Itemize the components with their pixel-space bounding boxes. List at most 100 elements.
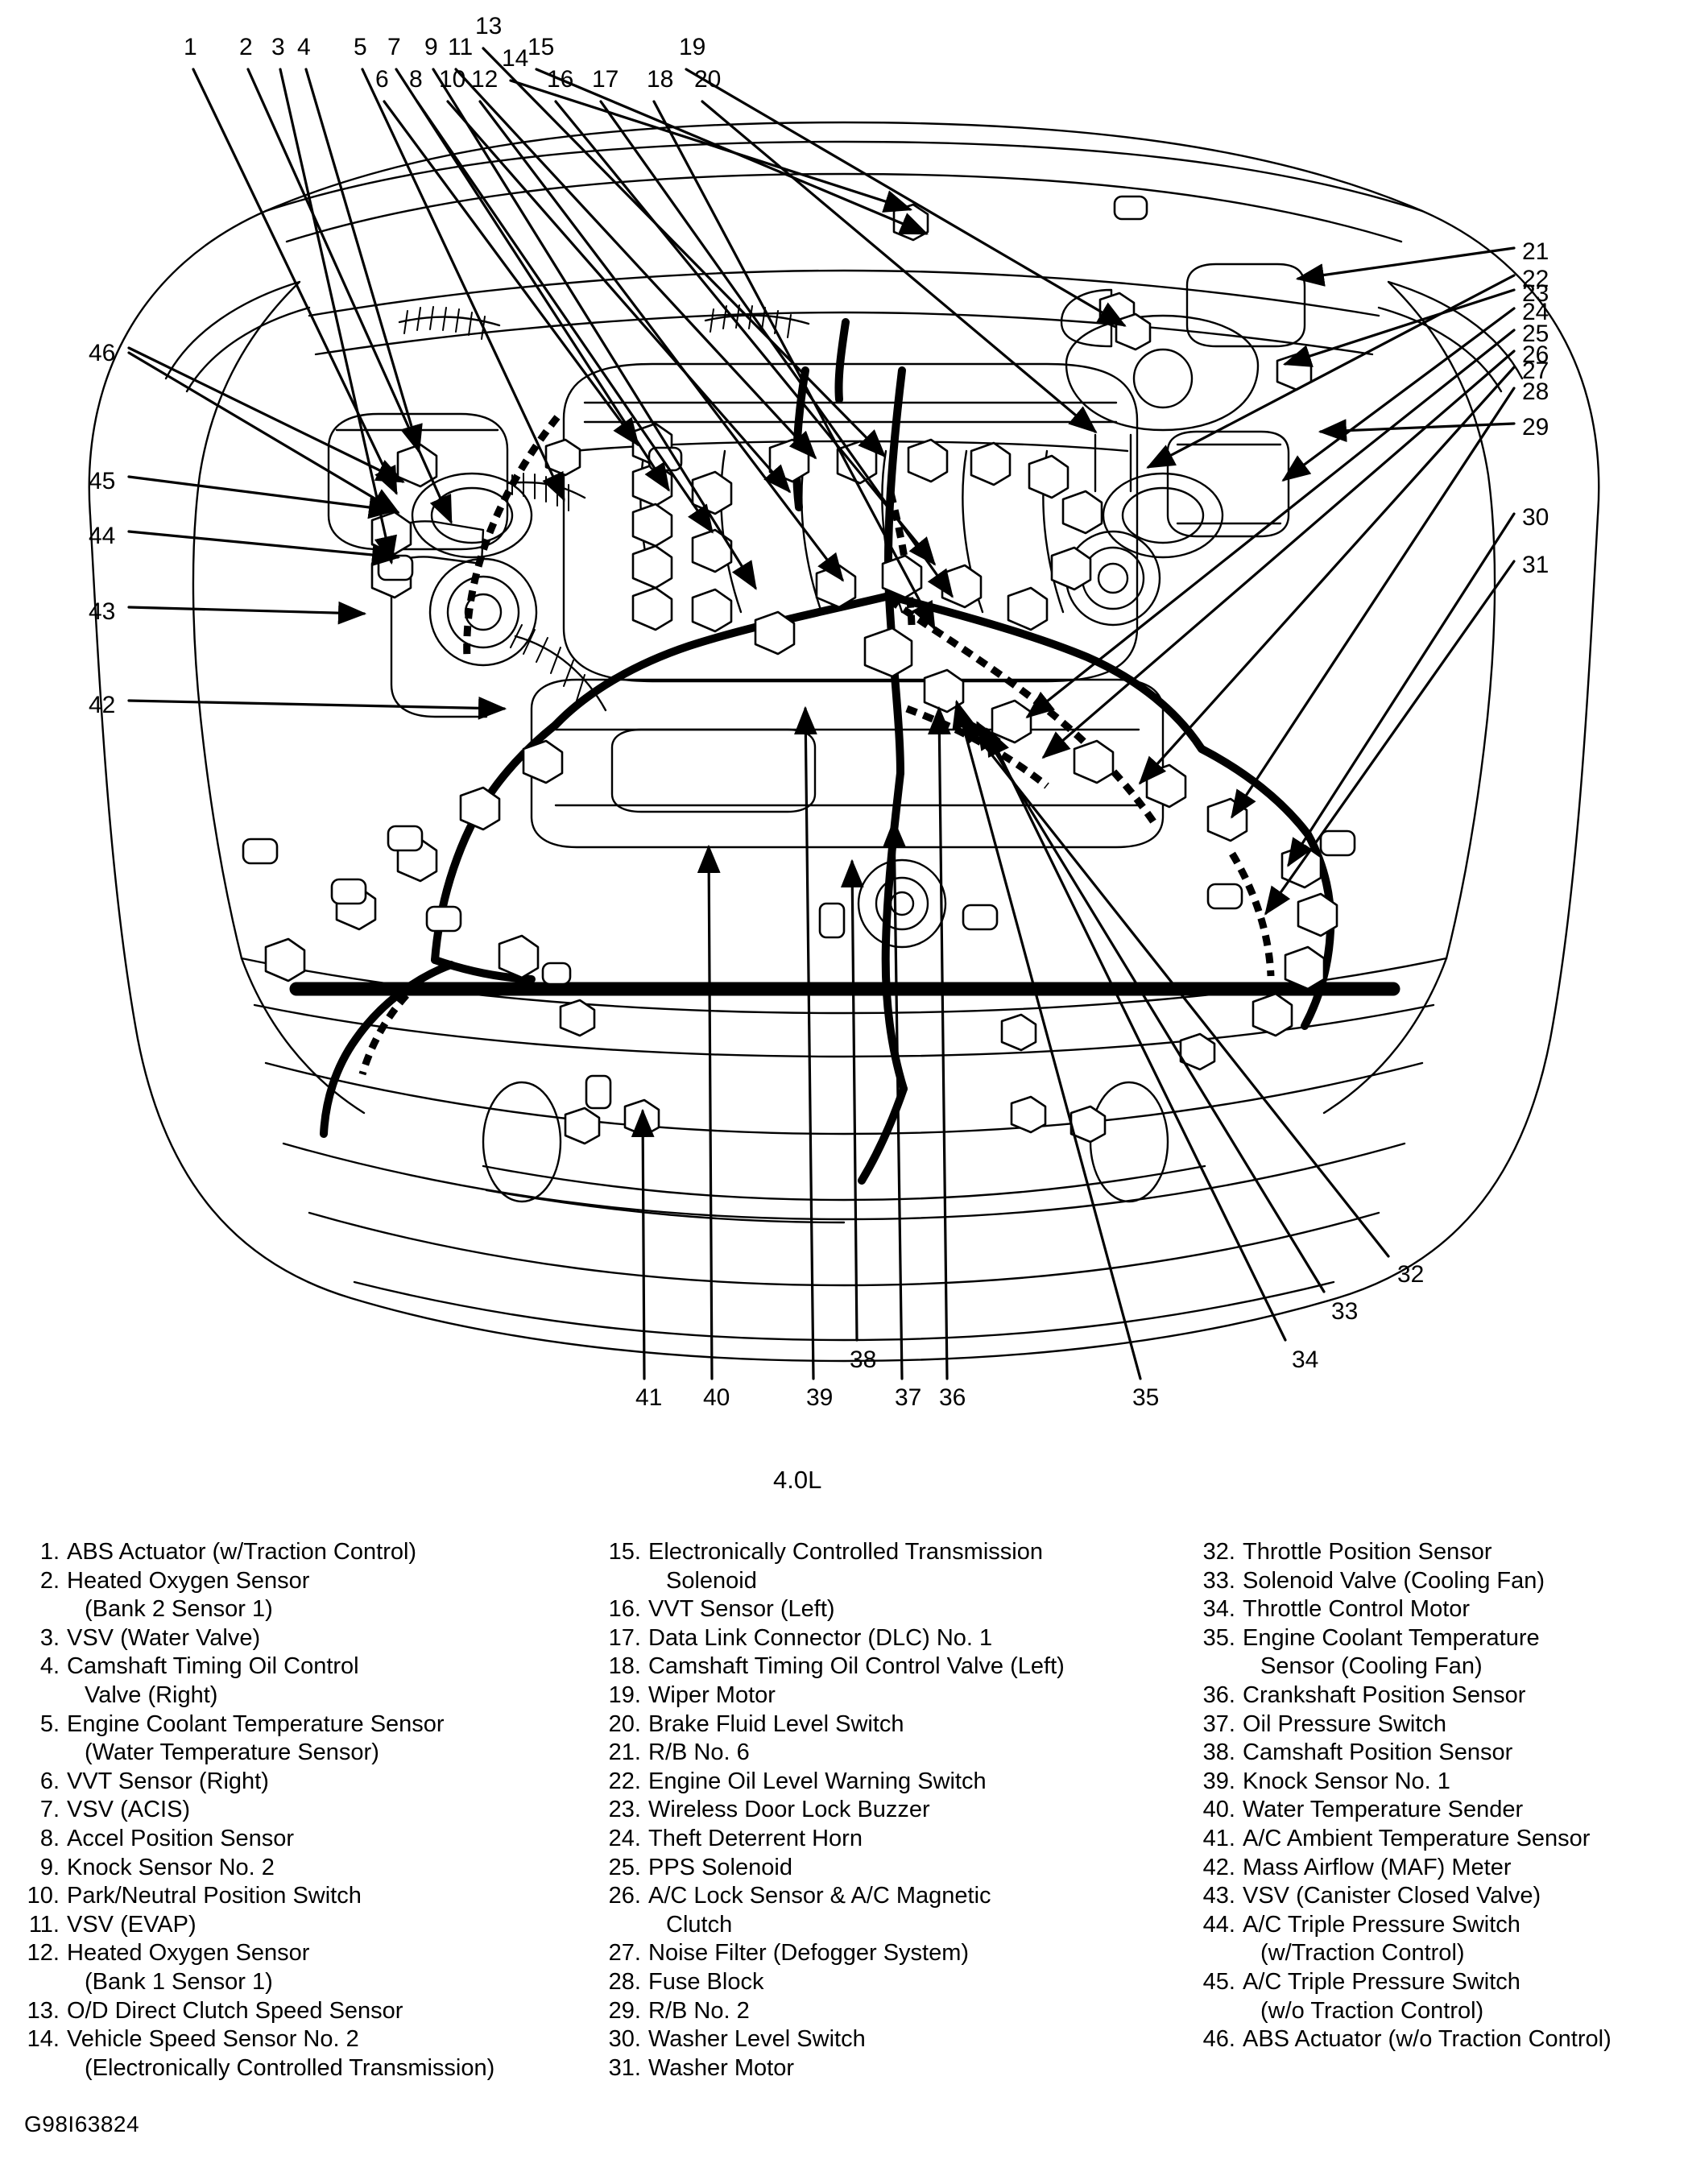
legend-item-label: Mass Airflow (MAF) Meter: [1243, 1854, 1512, 1880]
legend-item-label: Heated Oxygen Sensor(Bank 2 Sensor 1): [67, 1567, 578, 1624]
legend-item: 23.Wireless Door Lock Buzzer: [596, 1796, 1184, 1825]
legend-item: 32.Throttle Position Sensor: [1190, 1538, 1682, 1567]
legend-item: 33.Solenoid Valve (Cooling Fan): [1190, 1567, 1682, 1596]
legend-item-number: 39.: [1202, 1768, 1235, 1794]
callout-number-12: 12: [471, 66, 499, 93]
callout-number-16: 16: [547, 66, 574, 93]
legend-item-number: 37.: [1202, 1710, 1235, 1737]
component-legend: 1.ABS Actuator (w/Traction Control)2.Hea…: [0, 1538, 1688, 2102]
legend-item-number: 38.: [1202, 1739, 1235, 1766]
legend-item-label: VSV (Water Valve): [67, 1624, 261, 1651]
legend-item-label: Washer Level Switch: [648, 2026, 866, 2053]
legend-item-number: 26.: [608, 1883, 641, 1909]
legend-item-number: 14.: [27, 2026, 60, 2053]
callout-number-23: 23: [1522, 280, 1549, 307]
legend-item-number: 36.: [1202, 1681, 1235, 1708]
callout-number-45: 45: [89, 468, 116, 494]
callout-number-26: 26: [1522, 341, 1549, 368]
legend-item: 5.Engine Coolant Temperature Sensor(Wate…: [14, 1710, 578, 1768]
callout-number-30: 30: [1522, 504, 1549, 531]
callout-number-10: 10: [439, 66, 466, 93]
legend-item-number: 31.: [608, 2054, 641, 2081]
legend-item: 13.O/D Direct Clutch Speed Sensor: [14, 1997, 578, 2026]
legend-item-label: ABS Actuator (w/Traction Control): [67, 1539, 417, 1565]
callout-number-4: 4: [297, 34, 311, 60]
legend-item: 11.VSV (EVAP): [14, 1911, 578, 1940]
callout-number-36: 36: [939, 1384, 966, 1411]
legend-item-number: 30.: [608, 2026, 641, 2053]
legend-item-label: Camshaft Timing Oil Control Valve (Left): [648, 1653, 1065, 1680]
legend-item-label: VVT Sensor (Right): [67, 1768, 269, 1794]
legend-item-number: 8.: [39, 1825, 60, 1851]
callout-number-11: 11: [448, 34, 474, 60]
legend-item: 14.Vehicle Speed Sensor No. 2(Electronic…: [14, 2025, 578, 2083]
legend-item: 19.Wiper Motor: [596, 1681, 1184, 1710]
legend-item-label-continuation: (Bank 1 Sensor 1): [85, 1968, 273, 1995]
legend-item-number: 4.: [39, 1653, 60, 1680]
legend-item-label: Data Link Connector (DLC) No. 1: [648, 1624, 993, 1651]
legend-item: 34.Throttle Control Motor: [1190, 1595, 1682, 1624]
legend-item: 28.Fuse Block: [596, 1968, 1184, 1997]
legend-item-label: Crankshaft Position Sensor: [1243, 1681, 1526, 1708]
legend-item-number: 21.: [608, 1739, 641, 1766]
callout-number-32: 32: [1397, 1261, 1425, 1288]
legend-item-number: 22.: [608, 1768, 641, 1794]
callout-number-41: 41: [635, 1384, 663, 1411]
legend-item-label: Wiper Motor: [648, 1681, 776, 1708]
legend-item: 3. VSV (Water Valve): [14, 1624, 578, 1653]
legend-column-1: 1.ABS Actuator (w/Traction Control)2.Hea…: [14, 1538, 578, 2083]
callout-number-19: 19: [679, 34, 706, 60]
legend-item-label: Noise Filter (Defogger System): [648, 1940, 970, 1967]
legend-item-label: ABS Actuator (w/o Traction Control): [1243, 2026, 1611, 2053]
legend-item: 9.Knock Sensor No. 2: [14, 1854, 578, 1883]
legend-item-label: PPS Solenoid: [648, 1854, 792, 1880]
legend-item: 31.Washer Motor: [596, 2054, 1184, 2083]
legend-item: 18. Camshaft Timing Oil Control Valve (Le…: [596, 1652, 1184, 1681]
legend-item-label: Engine Oil Level Warning Switch: [648, 1768, 987, 1794]
callout-number-38: 38: [850, 1346, 877, 1373]
legend-item-label-continuation: (w/o Traction Control): [1260, 1997, 1484, 2024]
legend-item: 17.Data Link Connector (DLC) No. 1: [596, 1624, 1184, 1653]
engine-displacement-caption: 4.0L: [773, 1466, 822, 1494]
callout-number-17: 17: [592, 66, 619, 93]
callout-number-44: 44: [89, 523, 116, 549]
legend-item-label: Knock Sensor No. 2: [67, 1854, 275, 1880]
legend-item-number: 24.: [608, 1825, 641, 1851]
callout-number-6: 6: [375, 66, 389, 93]
legend-item-number: 35.: [1202, 1624, 1235, 1651]
legend-item-number: 18.: [608, 1653, 641, 1680]
legend-item-number: 41.: [1202, 1825, 1235, 1851]
legend-item: 36. Crankshaft Position Sensor: [1190, 1681, 1682, 1710]
callout-number-21: 21: [1522, 238, 1549, 265]
legend-item-label: Engine Coolant Temperature Sensor(Water …: [67, 1710, 578, 1768]
callout-number-2: 2: [239, 34, 253, 60]
legend-item-label: R/B No. 6: [648, 1739, 750, 1766]
legend-item-number: 40.: [1202, 1797, 1235, 1823]
legend-item-label: A/C Ambient Temperature Sensor: [1243, 1825, 1591, 1851]
legend-item-label-continuation: Sensor (Cooling Fan): [1260, 1653, 1483, 1680]
callout-number-42: 42: [89, 692, 116, 718]
legend-item: 6.VVT Sensor (Right): [14, 1768, 578, 1797]
legend-item: 22. Engine Oil Level Warning Switch: [596, 1768, 1184, 1797]
legend-item-number: 3.: [39, 1624, 60, 1651]
legend-item-number: 7.: [39, 1797, 60, 1823]
legend-item-label: Brake Fluid Level Switch: [648, 1710, 904, 1737]
legend-item: 29.R/B No. 2: [596, 1997, 1184, 2026]
legend-item-label: Camshaft Position Sensor: [1243, 1739, 1513, 1766]
legend-item: 44.A/C Triple Pressure Switch(w/Traction…: [1190, 1911, 1682, 1968]
legend-item: 12.Heated Oxygen Sensor(Bank 1 Sensor 1): [14, 1939, 578, 1996]
legend-item-label-continuation: (Electronically Controlled Transmission): [85, 2054, 495, 2081]
legend-item: 43.VSV (Canister Closed Valve): [1190, 1882, 1682, 1911]
legend-item: 45.A/C Triple Pressure Switch(w/o Tracti…: [1190, 1968, 1682, 2025]
callout-number-27: 27: [1522, 358, 1549, 384]
legend-item-number: 29.: [608, 1997, 641, 2024]
legend-item-number: 10.: [27, 1883, 60, 1909]
legend-item-number: 25.: [608, 1854, 641, 1880]
callout-number-25: 25: [1522, 321, 1549, 347]
